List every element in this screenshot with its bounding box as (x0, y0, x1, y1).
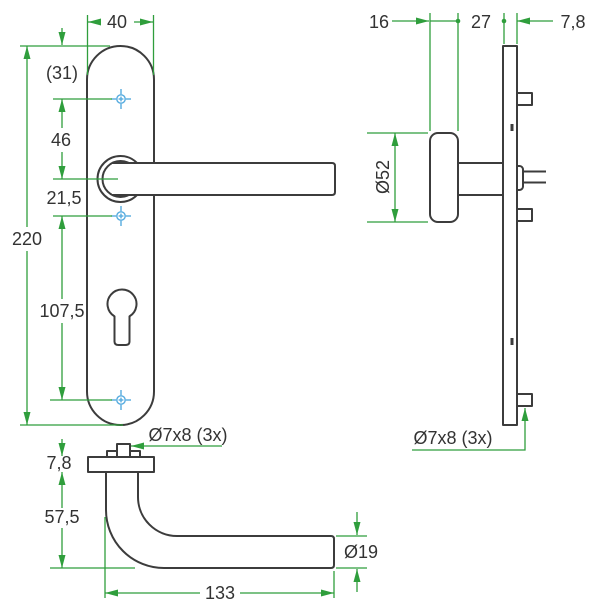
lever-neck-side (457, 162, 504, 196)
dim-plate-thickness-side: 7,8 (560, 12, 585, 32)
screw-boss-middle (516, 208, 533, 222)
dim-neck-length: 27 (471, 12, 491, 32)
cylinder-keyhole (106, 288, 138, 346)
plate-edge-strip (87, 456, 155, 473)
plate-pin-mark-top (510, 124, 514, 131)
screw-boss-bottom (516, 393, 533, 407)
handle-top-outline (105, 472, 335, 569)
screw-boss-top (516, 92, 533, 106)
dim-handle-length: 133 (205, 583, 235, 603)
front-view: 40 (31) 46 21,5 220 107,5 Ø7x8 (3x) (12, 12, 336, 450)
plate-pin-mark-bottom (510, 338, 514, 345)
dim-tube-diameter: Ø19 (344, 542, 378, 562)
dim-top-to-screw: (31) (46, 63, 78, 83)
dim-rose-diameter: Ø52 (373, 160, 393, 194)
dim-plate-height: 220 (12, 229, 42, 249)
rose-side (429, 132, 459, 223)
label-screw-spec-side: Ø7x8 (3x) (413, 428, 492, 448)
side-view: 16 27 7,8 Ø52 Ø7x8 (3x) (367, 12, 586, 451)
dim-rose-thickness: 16 (369, 12, 389, 32)
dim-screw-to-handle: 46 (51, 130, 71, 150)
dim-plate-thickness-top: 7,8 (46, 453, 71, 473)
dim-plate-width: 40 (107, 12, 127, 32)
side-dimension-lines (367, 13, 553, 451)
dim-screw-to-screw: 107,5 (39, 301, 84, 321)
spindle-top (116, 443, 131, 459)
lever-outline (112, 162, 336, 196)
dim-handle-projection: 57,5 (44, 507, 79, 527)
top-dimension-lines (50, 439, 367, 598)
label-screw-spec-front: Ø7x8 (3x) (148, 425, 227, 445)
backplate-side (502, 45, 518, 426)
lever-fill (112, 163, 335, 195)
dim-handle-to-screw: 21,5 (46, 188, 81, 208)
front-dimension-lines (20, 15, 222, 450)
top-view: 7,8 57,5 133 Ø19 (44, 439, 378, 603)
